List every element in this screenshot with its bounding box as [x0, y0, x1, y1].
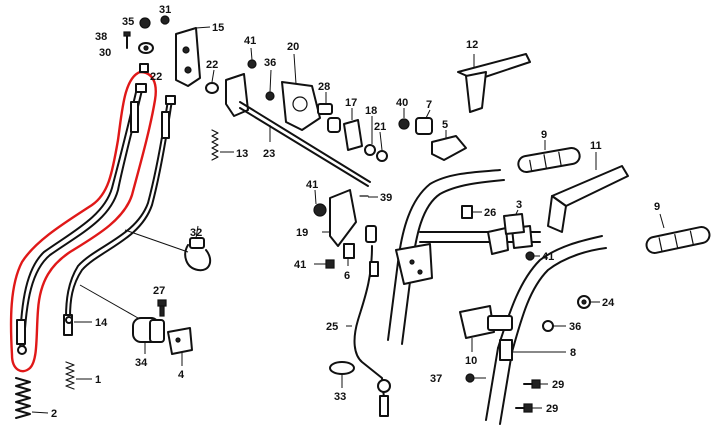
- clamp-32: [184, 225, 212, 272]
- callout-13: 13: [236, 148, 248, 160]
- top-hardware: [123, 15, 275, 101]
- parts-18-21: [364, 116, 388, 162]
- clamp-34: [132, 317, 165, 354]
- callout-29a: 29: [552, 379, 564, 391]
- lever-parts-5-7-40: [398, 108, 467, 161]
- spring-13: [211, 129, 234, 161]
- lever-12: [457, 53, 531, 113]
- callout-31: 31: [159, 4, 171, 16]
- bracket-17: [343, 108, 363, 151]
- callout-21: 21: [374, 121, 386, 133]
- callout-35: 35: [122, 16, 134, 28]
- clamp-33: [329, 361, 355, 388]
- callout-3: 3: [516, 199, 522, 211]
- callout-1: 1: [95, 374, 101, 386]
- callout-9a: 9: [541, 129, 547, 141]
- callout-38: 38: [95, 31, 107, 43]
- grip-9-lower: [645, 213, 711, 254]
- callout-15: 15: [212, 22, 224, 34]
- callout-17: 17: [345, 97, 357, 109]
- callout-18: 18: [365, 105, 377, 117]
- callout-41b: 41: [306, 179, 318, 191]
- shift-rod-23: [225, 73, 371, 187]
- callout-37: 37: [430, 373, 442, 385]
- bolts-29-37: [465, 373, 548, 413]
- rod-8: [499, 339, 566, 361]
- handlebar-frame: [387, 169, 607, 425]
- callout-39: 39: [380, 192, 392, 204]
- callout-10: 10: [465, 355, 477, 367]
- washer-36: [542, 320, 566, 332]
- part-3: [503, 209, 525, 235]
- bolt-41-lower: [314, 259, 335, 269]
- lever-box-10: [459, 305, 513, 352]
- callout-6: 6: [344, 270, 350, 282]
- spring-2: [15, 377, 49, 419]
- callout-28: 28: [318, 81, 330, 93]
- callout-36b: 36: [569, 321, 581, 333]
- spring-pin-39: [359, 195, 378, 198]
- bolt-27-plate-4: [157, 299, 193, 366]
- highlight-outline: [9, 70, 157, 373]
- clutch-cable-assembly: [16, 83, 176, 355]
- grip-9-upper: [517, 140, 581, 173]
- callout-23: 23: [263, 148, 275, 160]
- callout-22a: 22: [150, 71, 162, 83]
- callout-4: 4: [178, 369, 185, 381]
- callout-25: 25: [326, 321, 338, 333]
- callout-41d: 41: [542, 251, 554, 263]
- cover-20: [281, 53, 321, 131]
- callout-41c: 41: [294, 259, 306, 271]
- callout-24: 24: [602, 297, 615, 309]
- callout-36a: 36: [264, 57, 276, 69]
- callout-26: 26: [484, 207, 496, 219]
- callout-2: 2: [51, 408, 57, 420]
- callout-12: 12: [466, 39, 478, 51]
- callout-14: 14: [95, 317, 108, 329]
- lever-11: [547, 152, 629, 233]
- callout-5: 5: [442, 119, 448, 131]
- callout-20: 20: [287, 41, 299, 53]
- callout-7: 7: [426, 99, 432, 111]
- callout-33: 33: [334, 391, 346, 403]
- callout-40: 40: [396, 97, 408, 109]
- part-6: [343, 243, 355, 266]
- callout-41a: 41: [244, 35, 256, 47]
- nut-24: [577, 295, 600, 309]
- callout-30: 30: [99, 47, 111, 59]
- shaft-28: [317, 92, 341, 133]
- rod-25: [346, 225, 391, 417]
- callout-32: 32: [190, 227, 202, 239]
- lever-19: [313, 189, 357, 247]
- callout-34: 34: [135, 357, 148, 369]
- part-26: [461, 205, 482, 219]
- callout-labels: 35 31 38 30 15 22 22 41 36 20 28 17 18 2…: [51, 4, 660, 420]
- callout-11: 11: [590, 140, 602, 152]
- callout-19: 19: [296, 227, 308, 239]
- callout-27: 27: [153, 285, 165, 297]
- callout-9b: 9: [654, 201, 660, 213]
- callout-8: 8: [570, 347, 576, 359]
- callout-29b: 29: [546, 403, 558, 415]
- callout-22b: 22: [206, 59, 218, 71]
- nut-41-right: [525, 251, 540, 261]
- spring-1: [65, 361, 92, 390]
